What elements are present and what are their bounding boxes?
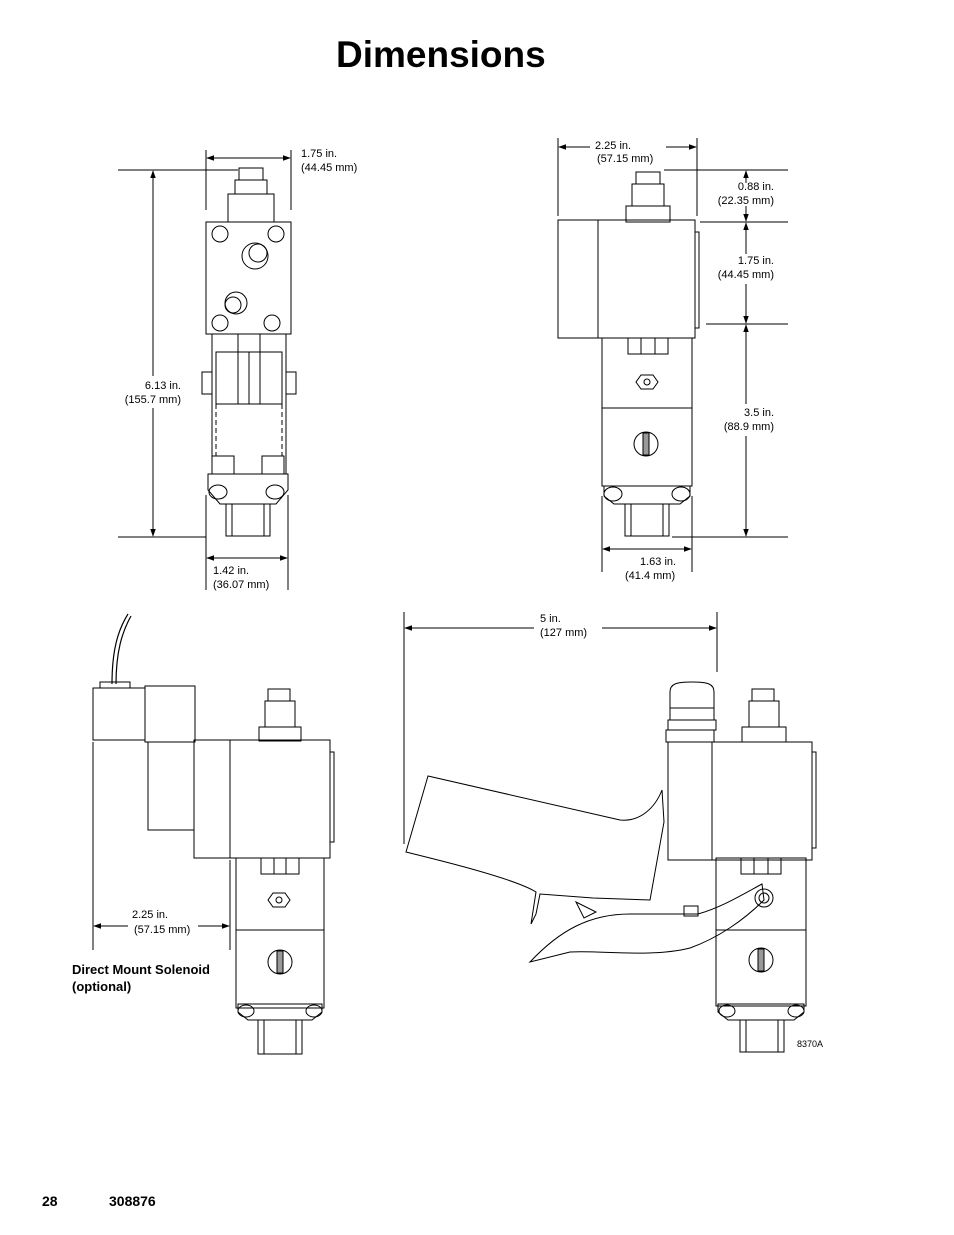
front-view (201, 167, 297, 537)
dim-handle-length-mm: (127 mm) (540, 627, 587, 639)
figure-id: 8370A (797, 1039, 823, 1049)
solenoid-dimensions (92, 742, 231, 950)
dim-side-stem-mm: (22.35 mm) (718, 195, 774, 207)
solenoid-view (92, 613, 335, 1055)
dim-front-bottom-width-mm: (36.07 mm) (213, 579, 269, 591)
dim-front-height-mm: (155.7 mm) (125, 394, 181, 406)
doc-number: 308876 (109, 1193, 156, 1209)
dim-side-bottom-width-in: 1.63 in. (640, 556, 676, 568)
callout-solenoid-title: Direct Mount Solenoid (72, 962, 210, 977)
dim-side-bottom-width-mm: (41.4 mm) (625, 570, 675, 582)
dim-front-top-width-in: 1.75 in. (301, 148, 337, 160)
dim-side-head-mm: (44.45 mm) (718, 269, 774, 281)
dim-front-height-in: 6.13 in. (145, 380, 181, 392)
dim-side-stem-in: 0.88 in. (738, 181, 774, 193)
side-dimensions (557, 138, 788, 572)
dim-handle-length-in: 5 in. (540, 613, 561, 625)
page-number: 28 (42, 1193, 58, 1209)
dim-front-top-width-mm: (44.45 mm) (301, 162, 357, 174)
dim-side-top-width-mm: (57.15 mm) (597, 153, 653, 165)
handle-dimensions (403, 612, 718, 844)
dim-side-head-in: 1.75 in. (738, 255, 774, 267)
dim-side-top-width-in: 2.25 in. (595, 140, 631, 152)
side-view (557, 171, 700, 537)
dim-solenoid-offset-mm: (57.15 mm) (134, 924, 190, 936)
front-dimensions (118, 150, 292, 590)
dim-front-bottom-width-in: 1.42 in. (213, 565, 249, 577)
page-title: Dimensions (336, 34, 546, 75)
dim-side-body-mm: (88.9 mm) (724, 421, 774, 433)
dim-solenoid-offset-in: 2.25 in. (132, 909, 168, 921)
callout-solenoid-note: (optional) (72, 979, 131, 994)
handle-view (405, 681, 817, 1053)
dim-side-body-in: 3.5 in. (744, 407, 774, 419)
